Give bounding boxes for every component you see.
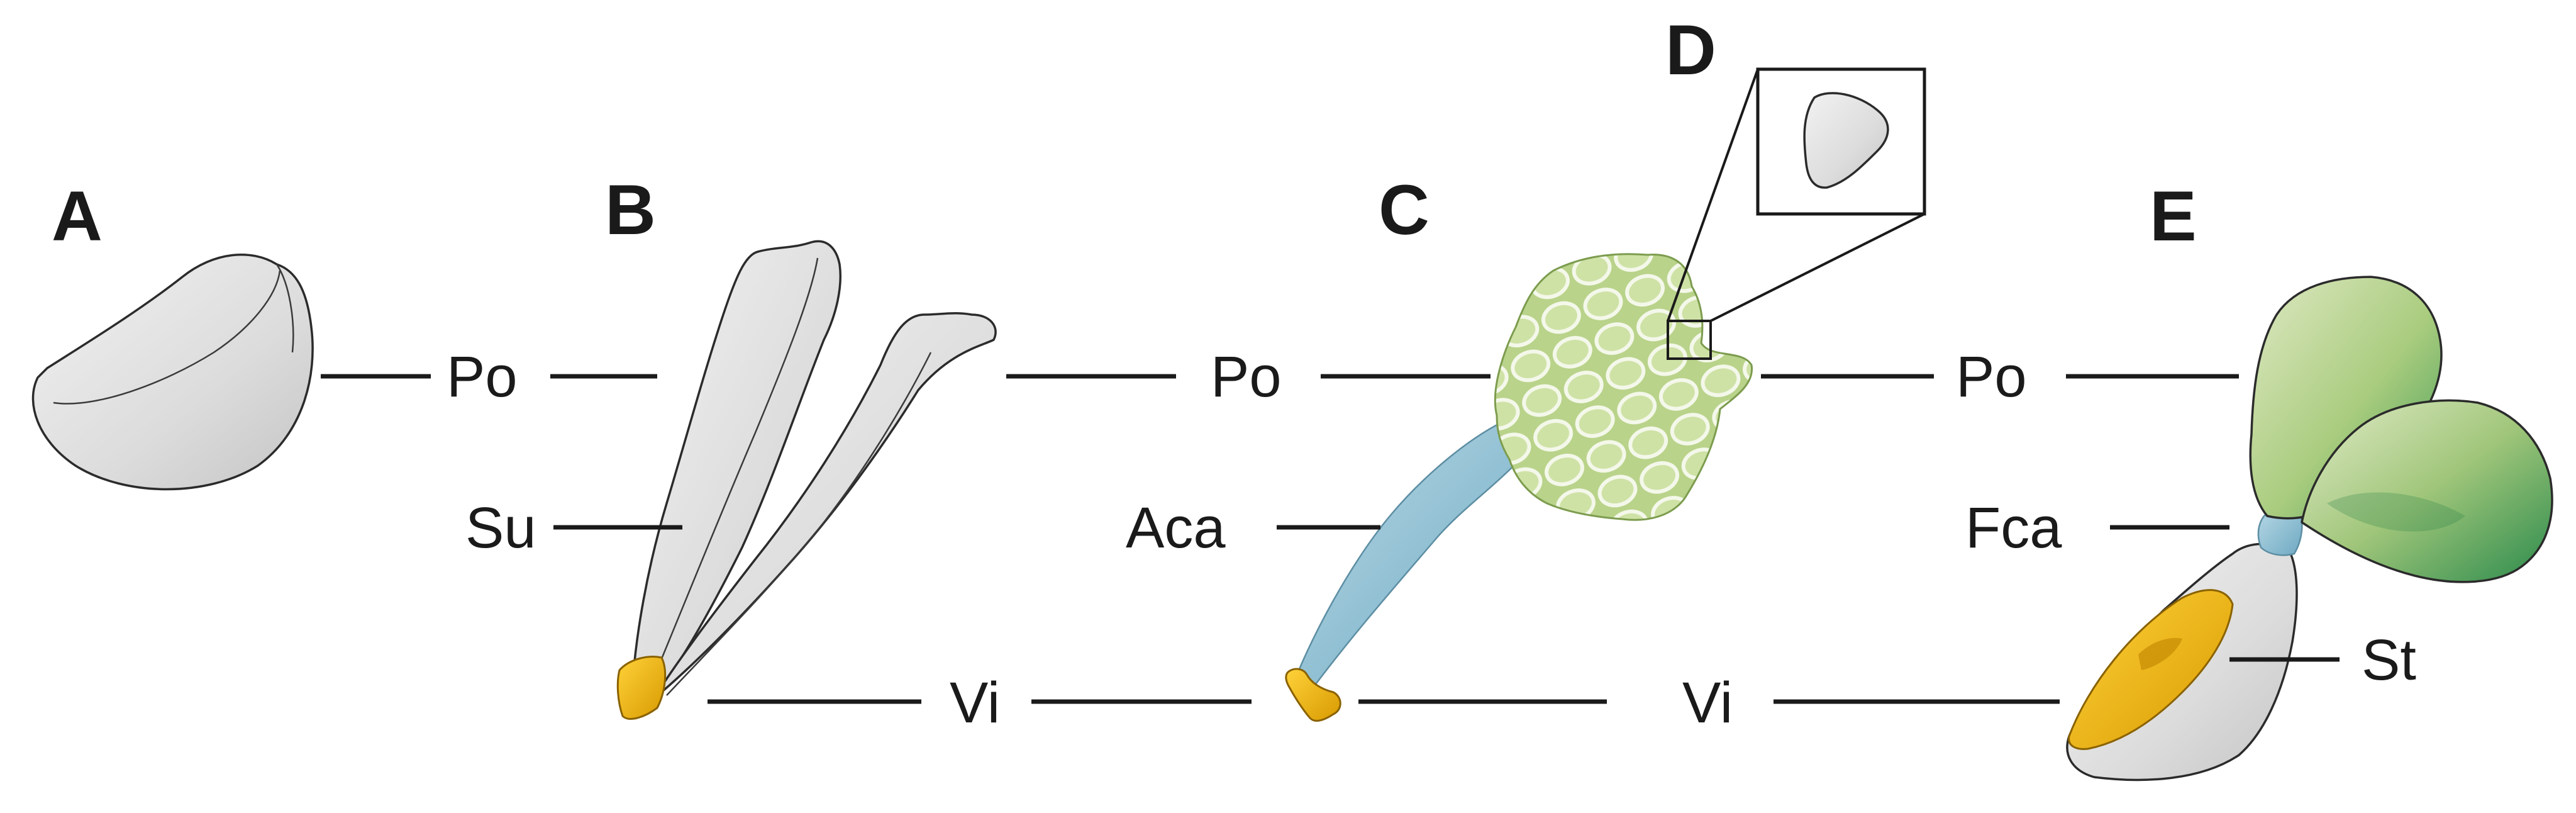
massula-illustration <box>1803 92 1889 189</box>
panel-a-letter: A <box>52 177 103 255</box>
label-vi-c: Vi <box>1682 671 1733 735</box>
panel-e: E Fca St <box>1965 177 2553 782</box>
label-su: Su <box>465 496 536 560</box>
label-po-b: Po <box>1211 345 1282 409</box>
panel-c-letter: C <box>1379 171 1430 249</box>
panel-b: B Su Po Vi <box>465 171 1491 735</box>
inset-connector-right <box>1710 213 1925 322</box>
label-po-a: Po <box>447 345 518 409</box>
pollinarium-c-illustration <box>1285 253 1753 722</box>
panel-a: A Po <box>31 177 657 491</box>
pollinarium-e-illustration <box>2066 276 2553 782</box>
panel-d-letter: D <box>1665 11 1716 89</box>
zoom-source-box <box>1667 320 1712 360</box>
panel-e-letter: E <box>2150 177 2197 255</box>
panel-c: C Aca Po Vi <box>1126 171 2239 735</box>
pollinium-a-illustration <box>31 254 314 491</box>
inset-connector-left <box>1667 69 1759 322</box>
label-st: St <box>2362 628 2416 692</box>
panel-b-letter: B <box>605 171 656 249</box>
label-vi-b: Vi <box>950 671 1000 735</box>
label-po-c: Po <box>1956 345 2027 409</box>
panel-d: D <box>1665 11 1926 322</box>
pollinarium-b-illustration <box>616 240 997 720</box>
label-fca: Fca <box>1965 496 2062 560</box>
label-aca: Aca <box>1126 496 1226 560</box>
